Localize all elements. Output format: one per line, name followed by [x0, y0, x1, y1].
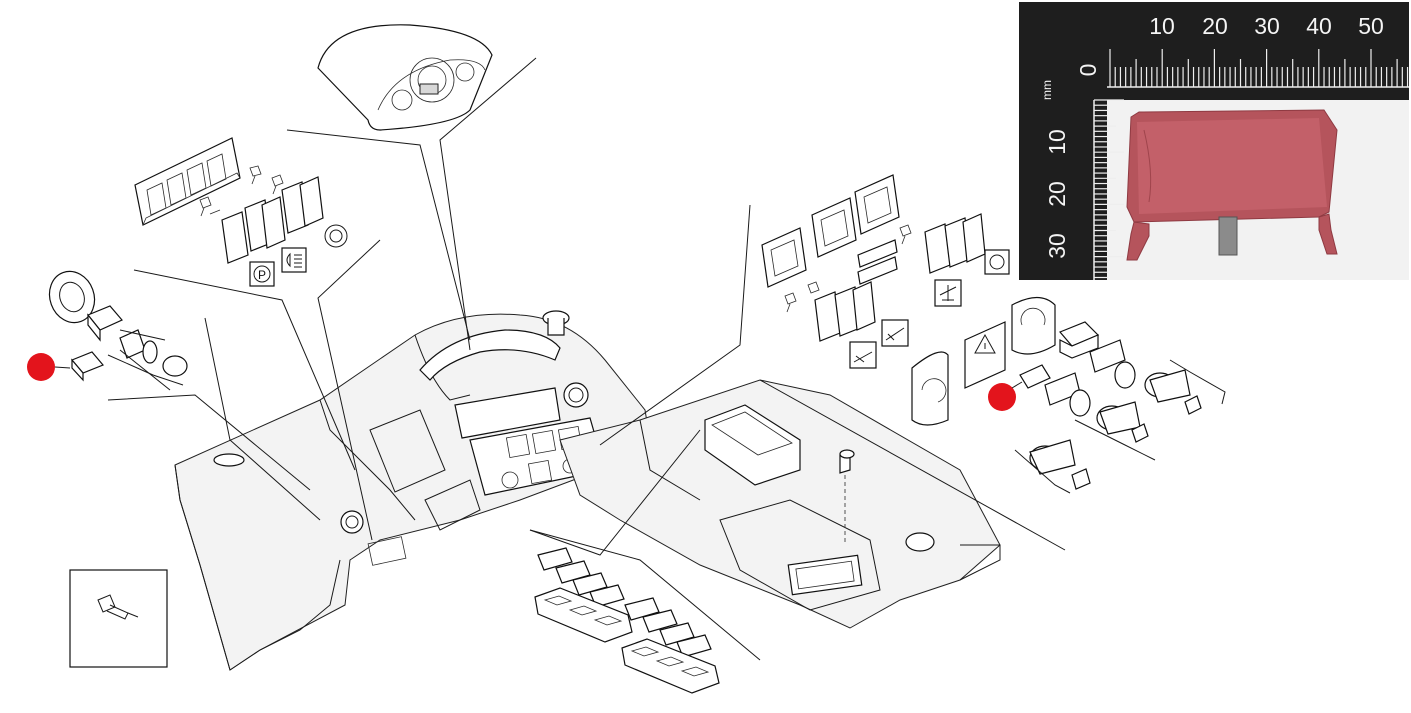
ruler-top-label-40: 40 — [1306, 13, 1332, 39]
ruler-top-label-30: 30 — [1254, 13, 1280, 39]
rocker-switches-right[interactable] — [784, 213, 986, 342]
symbol-plates-right — [849, 249, 1010, 369]
connector-inset-box — [69, 569, 168, 668]
warning-triangle-icon — [974, 333, 996, 354]
ruler-left: 0 10 20 30 mm — [1040, 64, 1124, 280]
ruler-unit-label: mm — [1040, 80, 1054, 100]
ruler-top-label-20: 20 — [1202, 13, 1228, 39]
ruler-top-label-50: 50 — [1358, 13, 1384, 39]
switch-bezel-3-slot[interactable] — [761, 174, 900, 288]
fan-icon — [989, 254, 1005, 270]
light-beam-icon — [853, 351, 873, 363]
ruler-top: 10 20 30 40 50 — [1107, 13, 1409, 88]
ruler-top-label-10: 10 — [1149, 13, 1175, 39]
tilt-icon — [885, 327, 905, 341]
red-switch-cover-part — [1126, 109, 1338, 261]
floor-console-panel[interactable] — [559, 379, 1001, 629]
red-marker-right — [988, 383, 1016, 411]
ruler-left-label-10: 10 — [1044, 129, 1070, 155]
dashboard-body[interactable] — [174, 310, 651, 671]
leader-lines — [107, 57, 1066, 661]
switch-bezel-5-slot[interactable] — [134, 137, 241, 226]
switch-covers-bottom[interactable] — [534, 547, 720, 694]
instrument-cluster[interactable] — [317, 24, 493, 131]
headlamp-symbol-plate — [281, 247, 307, 273]
ruler-left-label-20: 20 — [1044, 181, 1070, 207]
red-marker-left — [27, 353, 55, 381]
part-photo-inset: 10 20 30 40 50 0 10 20 30 mm — [1019, 2, 1409, 280]
ruler-left-label-30: 30 — [1044, 233, 1070, 259]
switch-cover-parts-left[interactable] — [71, 305, 188, 386]
warning-labels — [911, 296, 1056, 426]
symbol-plates-left: P — [249, 224, 348, 287]
ring-plate-left[interactable] — [42, 265, 101, 329]
ruler-left-label-0: 0 — [1075, 64, 1101, 77]
rocker-switches-left[interactable] — [199, 165, 324, 264]
ignition-switch-assemblies[interactable] — [1014, 321, 1226, 494]
wiper-icon — [939, 285, 957, 301]
park-symbol-label: P — [258, 268, 266, 282]
gear-icon — [324, 224, 348, 248]
